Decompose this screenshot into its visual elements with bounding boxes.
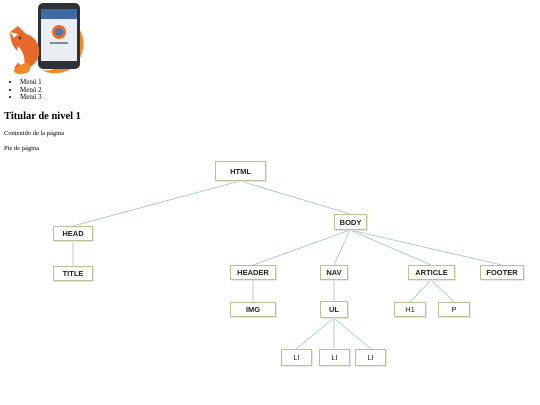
node-article: ARTICLE	[408, 265, 455, 280]
node-li-2: LI	[319, 349, 350, 366]
node-head: HEAD	[53, 226, 93, 241]
node-title: TITLE	[53, 266, 93, 281]
node-li-1: LI	[281, 349, 312, 366]
edge-html-head	[72, 180, 241, 227]
edge-body-footer	[349, 229, 503, 266]
edge-article-h1	[409, 279, 432, 303]
node-html: HTML	[215, 161, 266, 181]
menu-item-1[interactable]: Menú 1	[20, 78, 42, 87]
menu-item-2[interactable]: Menú 2	[20, 86, 42, 95]
node-p: P	[438, 302, 470, 317]
node-h1: H1	[394, 302, 426, 317]
node-nav: NAV	[320, 265, 348, 280]
page-footer: Pie de página	[4, 145, 40, 152]
edge-body-header	[252, 229, 351, 266]
edge-html-body	[239, 180, 351, 215]
edge-ul-li3	[333, 317, 372, 350]
node-header: HEADER	[230, 265, 276, 280]
node-img: IMG	[230, 302, 276, 317]
page-content: Contenido de la página	[4, 130, 65, 137]
node-body: BODY	[334, 214, 367, 230]
edge-body-nav	[333, 229, 351, 266]
edge-ul-li1	[295, 317, 335, 350]
node-footer: FOOTER	[480, 265, 524, 280]
nav-menu: Menú 1 Menú 2 Menú 3	[4, 78, 42, 102]
menu-item-3[interactable]: Menú 3	[20, 93, 42, 102]
firefox-phone-logo	[4, 2, 88, 76]
edge-article-p	[430, 279, 455, 303]
edge-body-article	[349, 229, 432, 266]
page-heading: Titular de nivel 1	[4, 111, 81, 122]
node-ul: UL	[320, 301, 348, 318]
node-li-3: LI	[355, 349, 386, 366]
